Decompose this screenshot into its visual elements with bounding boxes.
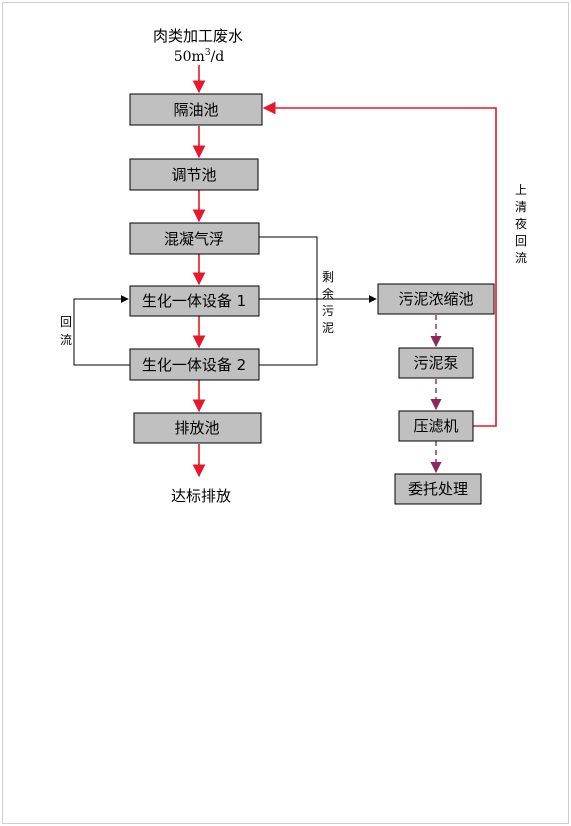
oil-separator-label: 隔油池 [173, 101, 218, 119]
sludge-thickener-box [377, 283, 495, 315]
excess-char-4: 泥 [322, 321, 334, 335]
excess-char-1: 剩 [322, 270, 334, 284]
excess-sludge-vertical-label: 剩 余 污 泥 [322, 270, 334, 335]
supernatant-char-1: 上 [515, 183, 527, 197]
supernatant-char-3: 夜 [515, 216, 527, 231]
oil-separator-box [129, 93, 263, 126]
flow-rate-superscript: 3 [205, 48, 211, 58]
excess-sludge-collector [259, 236, 318, 366]
flow-rate-number: 50m [174, 49, 205, 65]
bio-unit-1-box [129, 285, 260, 317]
main-flow-arrows [192, 65, 497, 478]
regulating-tank-box [129, 158, 259, 191]
discharge-pool-label: 排放池 [174, 419, 219, 437]
filter-press-label: 压滤机 [413, 417, 458, 435]
sludge-pump-box [398, 347, 474, 379]
filter-press-box [398, 410, 474, 442]
flow-rate-label: 50m3/d [174, 48, 225, 65]
sludge-thickener-label: 污泥浓缩池 [398, 290, 473, 308]
arrow-recycle-loop [73, 295, 130, 366]
bio-unit-2-box [129, 348, 260, 381]
recycle-char-1: 回 [60, 315, 72, 329]
entrusted-disposal-box [394, 473, 482, 505]
supernatant-char-5: 流 [515, 251, 527, 265]
influent-label: 肉类加工废水 [153, 27, 243, 45]
coag-flotation-label: 混凝气浮 [164, 230, 224, 248]
excess-char-2: 余 [322, 286, 334, 301]
recycle-char-2: 流 [60, 333, 72, 347]
entrusted-disposal-label: 委托处理 [408, 480, 468, 498]
excess-char-3: 污 [322, 304, 334, 318]
supernatant-char-2: 清 [515, 200, 527, 214]
discharge-pool-box [133, 412, 262, 444]
regulating-tank-label: 调节池 [171, 166, 216, 184]
sludge-pump-label: 污泥泵 [413, 354, 458, 372]
bio-unit-2-label: 生化一体设备 2 [142, 356, 246, 374]
supernatant-vertical-label: 上 清 夜 回 流 [515, 183, 527, 265]
recycle-vertical-label: 回 流 [60, 315, 72, 347]
supernatant-char-4: 回 [515, 234, 527, 248]
flow-rate-unit: /d [211, 49, 225, 65]
final-discharge-label: 达标排放 [171, 487, 231, 505]
coag-flotation-box [129, 222, 260, 255]
bio-unit-1-label: 生化一体设备 1 [142, 292, 246, 310]
black-connectors [73, 236, 377, 366]
arrow-supernatant-return [262, 101, 497, 427]
